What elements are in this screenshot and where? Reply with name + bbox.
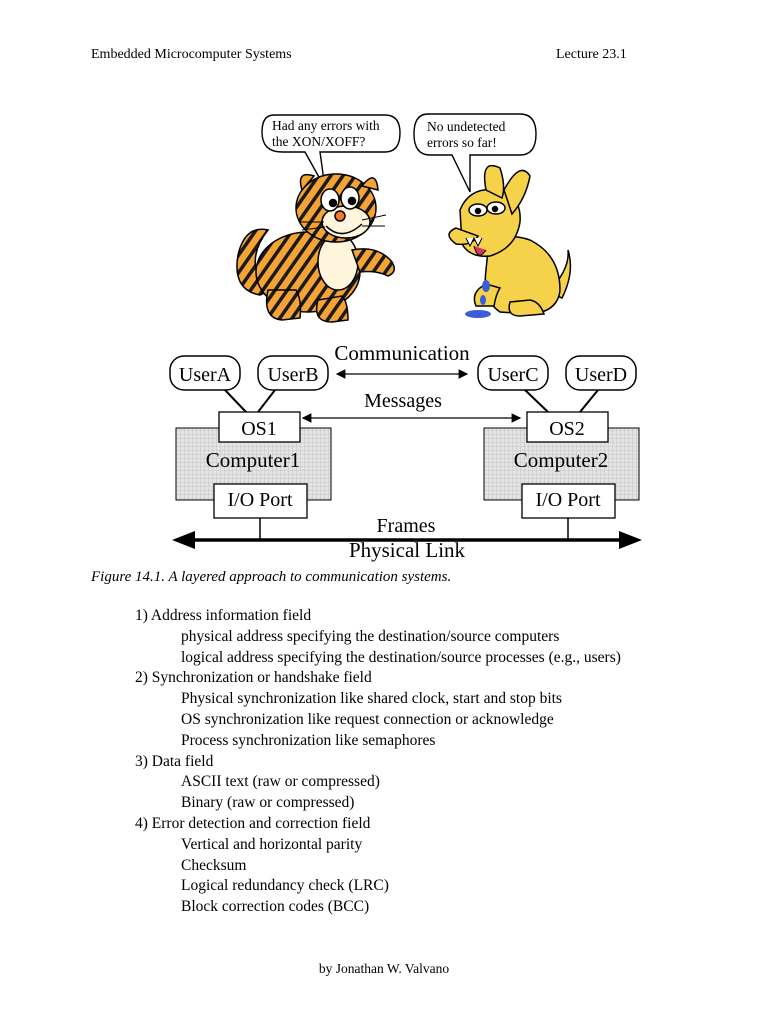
user-c-label: UserC <box>487 364 538 386</box>
io-port-2-box <box>521 483 616 519</box>
computer2-box: OS2 Computer2 I/O Port <box>483 411 640 519</box>
computer1-label: Computer1 <box>206 448 301 472</box>
list-heading: 2) Synchronization or handshake field <box>135 669 372 687</box>
list-subitem: Binary (raw or compressed) <box>181 794 355 812</box>
user-a-label: UserA <box>179 364 232 386</box>
list-subitem: Process synchronization like semaphores <box>181 731 436 749</box>
cartoon-illustration: Had any errors with the XON/XOFF? No und… <box>236 113 572 323</box>
tiger-speech-bubble: Had any errors with the XON/XOFF? <box>261 114 401 189</box>
io-port-1-label: I/O Port <box>228 489 293 511</box>
computer2-label: Computer2 <box>514 448 609 472</box>
dog-speech-line-1: No undetected <box>427 119 506 134</box>
list-heading: 3) Data field <box>135 752 214 770</box>
course-title: Embedded Microcomputer Systems <box>91 47 292 62</box>
list-subitem: Block correction codes (BCC) <box>181 898 370 916</box>
list-subitem: logical address specifying the destinati… <box>181 648 621 666</box>
list-subitem: Checksum <box>181 856 247 874</box>
list-heading: 4) Error detection and correction field <box>135 815 371 832</box>
dog-speech-bubble: No undetected errors so far! <box>413 113 537 193</box>
list-subitem: physical address specifying the destinat… <box>181 627 560 645</box>
os1-box <box>218 411 301 443</box>
computer1-box: OS1 Computer1 I/O Port <box>175 411 332 519</box>
list-subitem: ASCII text (raw or compressed) <box>181 773 380 791</box>
author-footer: by Jonathan W. Valvano <box>318 961 450 976</box>
user-d-label: UserD <box>575 364 627 386</box>
list-subitem: Vertical and horizontal parity <box>181 835 363 853</box>
tiger-speech-line-2: the XON/XOFF? <box>272 134 365 149</box>
frames-label: Frames <box>377 515 436 537</box>
list-heading: 1) Address information field <box>135 607 312 624</box>
user-d-box: UserD <box>565 355 637 391</box>
figure-caption: Figure 14.1. A layered approach to commu… <box>91 569 452 585</box>
lecture-number: Lecture 23.1 <box>556 47 627 62</box>
io-port-2-label: I/O Port <box>536 489 601 511</box>
tiger-speech-line-1: Had any errors with <box>272 118 380 133</box>
user-b-label: UserB <box>267 364 318 386</box>
os2-label: OS2 <box>549 418 585 440</box>
list-subitem: Physical synchronization like shared clo… <box>181 690 562 708</box>
os1-label: OS1 <box>241 418 277 440</box>
messages-label: Messages <box>364 390 442 412</box>
os2-box <box>526 411 609 443</box>
tiger-illustration <box>236 173 395 323</box>
user-b-box: UserB <box>257 355 329 391</box>
dog-speech-line-2: errors so far! <box>427 135 497 150</box>
layered-communication-diagram: Communication UserA UserB UserC UserD Me… <box>169 341 642 562</box>
dog-illustration <box>448 164 572 318</box>
user-a-box: UserA <box>169 355 241 391</box>
user-c-box: UserC <box>477 355 549 391</box>
communication-label: Communication <box>334 341 470 365</box>
list-subitem: OS synchronization like request connecti… <box>181 711 554 728</box>
physical-link-label: Physical Link <box>349 538 466 562</box>
list-subitem: Logical redundancy check (LRC) <box>181 877 389 895</box>
